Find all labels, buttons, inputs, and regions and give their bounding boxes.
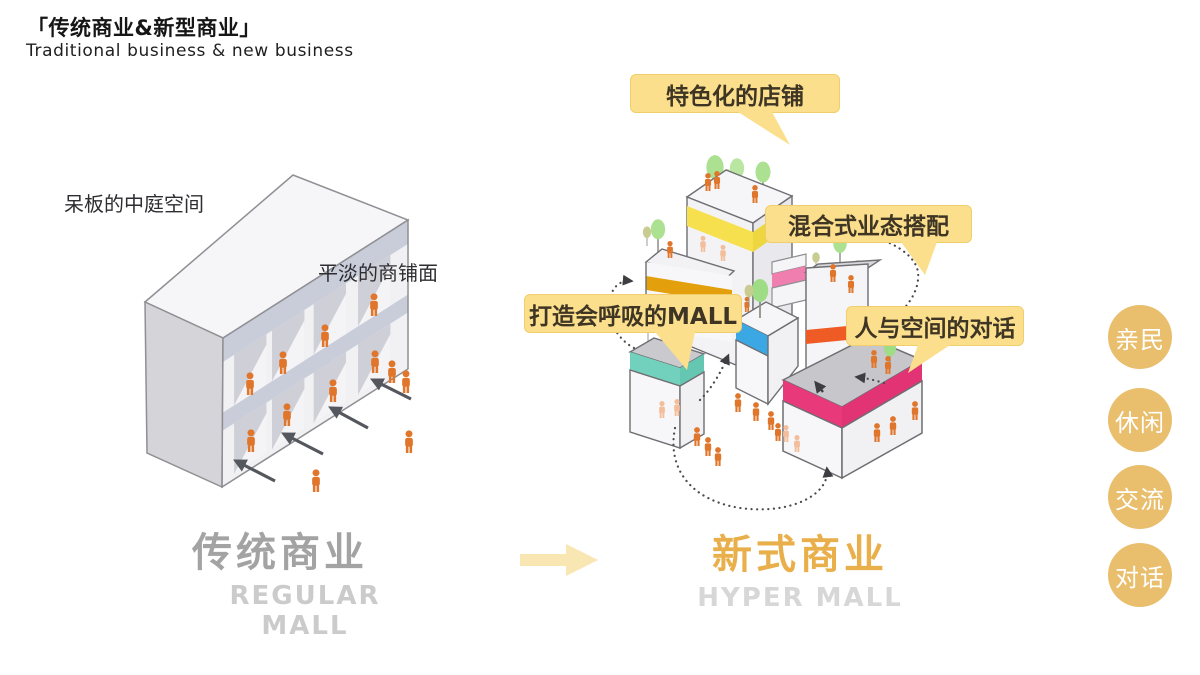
entry-arrow-icons: [233, 378, 412, 483]
callout-label: 打造会呼吸的MALL: [529, 303, 737, 330]
dotted-flow-path: [828, 228, 920, 318]
badge-duihua: 对话: [1108, 543, 1172, 607]
callout-label: 人与空间的对话: [854, 316, 1016, 342]
speech-bubble-tail: [655, 332, 695, 370]
callout-mixed-format: 混合式业态搭配: [765, 205, 972, 275]
building-pink: [771, 253, 807, 309]
badge-qinmin: 亲民: [1108, 305, 1172, 369]
badge-xiuxian: 休闲: [1108, 388, 1172, 452]
callout-label: 特色化的店铺: [666, 83, 804, 110]
page-subtitle: Traditional business & new business: [26, 41, 354, 61]
label-atrium: 呆板的中庭空间: [64, 192, 204, 216]
hyper-mall-subtitle: HYPER MALL: [697, 583, 903, 613]
hyper-mall-title: 新式商业: [712, 532, 888, 578]
regular-mall-building: [143, 174, 410, 489]
page-title: 「传统商业&新型商业」: [27, 16, 261, 40]
badge-label: 亲民: [1115, 325, 1165, 354]
regular-mall-illustration: [143, 174, 413, 492]
tree-icons: [642, 219, 666, 253]
callout-breathing-mall: 打造会呼吸的MALL: [524, 294, 742, 370]
badge-label: 对话: [1115, 563, 1165, 592]
badge-jiaoliu: 交流: [1108, 465, 1172, 529]
speech-bubble-tail: [738, 112, 790, 145]
callout-featured-shops: 特色化的店铺: [630, 74, 840, 145]
callout-people-space-dialogue: 人与空间的对话: [846, 306, 1024, 373]
transition-arrow-icon: [520, 544, 598, 576]
entry-arrow-icon: [814, 380, 827, 394]
regular-mall-title: 传统商业: [192, 530, 368, 576]
speech-bubble-tail: [901, 242, 937, 275]
dotted-flow-path: [672, 426, 834, 511]
regular-mall-subtitle: REGULAR MALL: [229, 581, 381, 641]
hyper-mall-caption: 新式商业 HYPER MALL: [680, 533, 920, 613]
label-storefront: 平淡的商铺面: [318, 261, 438, 285]
badge-label: 休闲: [1115, 408, 1165, 437]
building-blue: [734, 301, 800, 407]
dotted-flow-path: [607, 274, 636, 350]
badge-label: 交流: [1115, 485, 1165, 514]
regular-mall-caption: 传统商业 REGULAR MALL: [150, 531, 410, 641]
callout-label: 混合式业态搭配: [788, 214, 949, 240]
speech-bubble-tail: [908, 345, 950, 373]
